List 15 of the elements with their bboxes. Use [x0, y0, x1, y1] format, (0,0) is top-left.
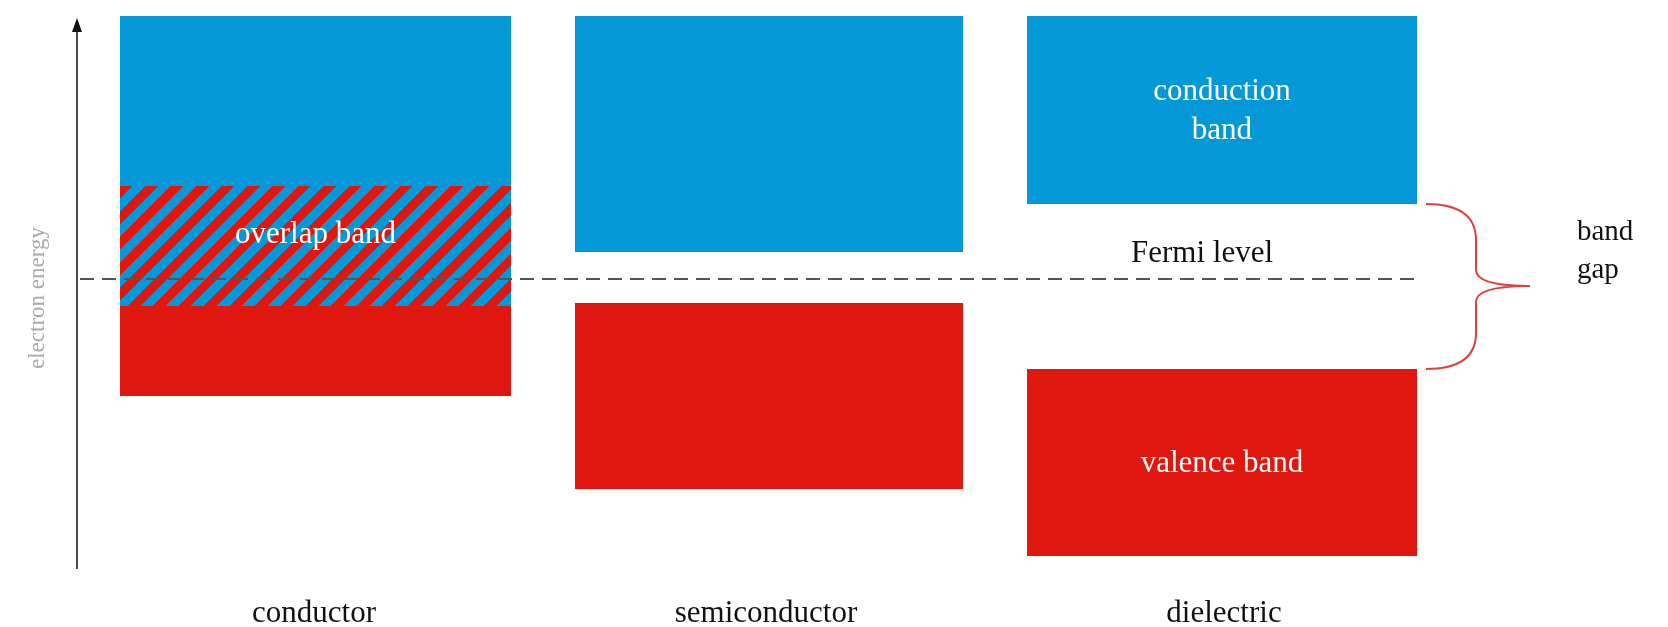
material-label: dielectric — [1166, 594, 1282, 627]
fermi-level-label: Fermi level — [1131, 234, 1273, 270]
conduction-band-block — [1027, 16, 1417, 204]
axis-label: electron energy — [24, 227, 50, 369]
conduction-band-block — [120, 16, 511, 186]
valence-band-block — [575, 303, 963, 489]
valence-band-block — [1027, 369, 1417, 556]
band-label: valence band — [1139, 443, 1305, 482]
band-label: conduction band — [1152, 71, 1292, 148]
band-gap-label: band gap — [1577, 213, 1635, 286]
material-label: semiconductor — [674, 594, 858, 627]
overlap-band-block — [120, 186, 511, 306]
material-label: conductor — [252, 594, 376, 627]
conduction-band-block — [575, 16, 963, 252]
valence-band-block — [120, 306, 511, 396]
